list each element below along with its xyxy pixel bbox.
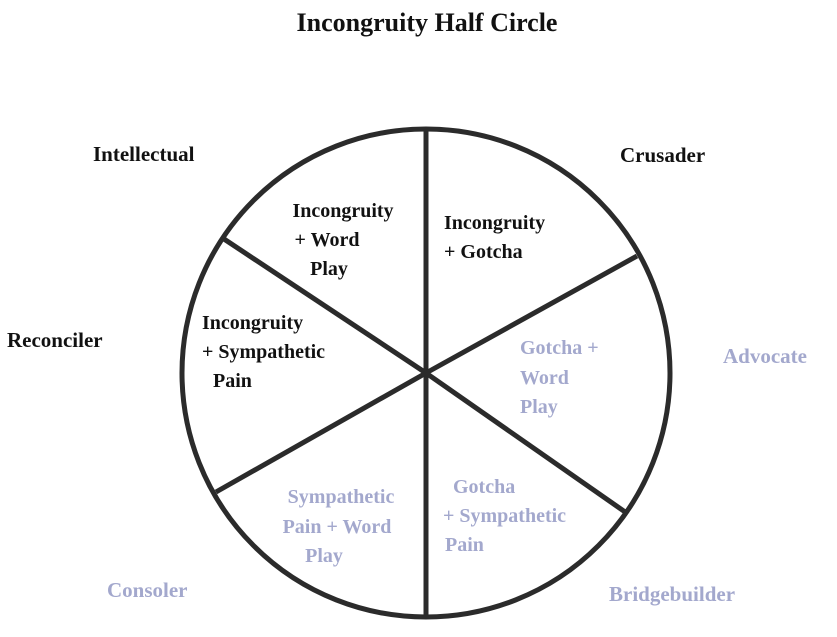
role-label-consoler: Consoler xyxy=(107,578,188,602)
sector-label-line: Gotcha xyxy=(453,476,515,498)
sector-label-line: Play xyxy=(305,545,343,567)
sector-label-line: Incongruity xyxy=(292,200,393,222)
sector-label-line: + Gotcha xyxy=(444,241,523,263)
sector-label-line: + Sympathetic xyxy=(202,341,325,363)
wheel xyxy=(179,126,673,620)
sector-label-line: Word xyxy=(520,367,569,389)
sector-sympathetic-pain-word-play: Sympathetic Pain + Word Play xyxy=(283,486,395,567)
sector-label-line: Incongruity xyxy=(444,212,545,234)
sector-gotcha-sympathetic-pain: Gotcha + Sympathetic Pain xyxy=(443,476,566,556)
role-label-bridgebuilder: Bridgebuilder xyxy=(609,582,735,606)
sector-label-line: Sympathetic xyxy=(288,486,395,508)
sector-label-line: Play xyxy=(520,396,558,418)
sector-incongruity-sympathetic-pain: Incongruity + Sympathetic Pain xyxy=(202,312,325,392)
sector-incongruity-word-play: Incongruity + Word Play xyxy=(292,200,393,280)
divider-upper-left xyxy=(222,236,428,376)
sector-label-line: Pain xyxy=(445,534,484,556)
sector-label-line: Gotcha + xyxy=(520,337,599,359)
sector-label-line: Incongruity xyxy=(202,312,303,334)
sector-label-line: Pain + Word xyxy=(283,516,392,538)
diagram-title: Incongruity Half Circle xyxy=(297,8,558,37)
sector-label-line: + Sympathetic xyxy=(443,505,566,527)
sector-label-line: + Word xyxy=(295,229,360,251)
divider-upper-right xyxy=(424,253,639,376)
role-label-crusader: Crusader xyxy=(620,143,705,167)
sector-gotcha-word-play: Gotcha + Word Play xyxy=(520,337,599,418)
sector-incongruity-gotcha: Incongruity + Gotcha xyxy=(444,212,545,263)
role-label-advocate: Advocate xyxy=(723,344,807,368)
sector-label-line: Play xyxy=(310,258,348,280)
divider-lower-left xyxy=(214,370,428,495)
role-label-intellectual: Intellectual xyxy=(93,142,195,166)
sector-label-line: Pain xyxy=(213,370,252,392)
divider-lower-right xyxy=(424,370,630,517)
role-label-reconciler: Reconciler xyxy=(7,328,103,352)
